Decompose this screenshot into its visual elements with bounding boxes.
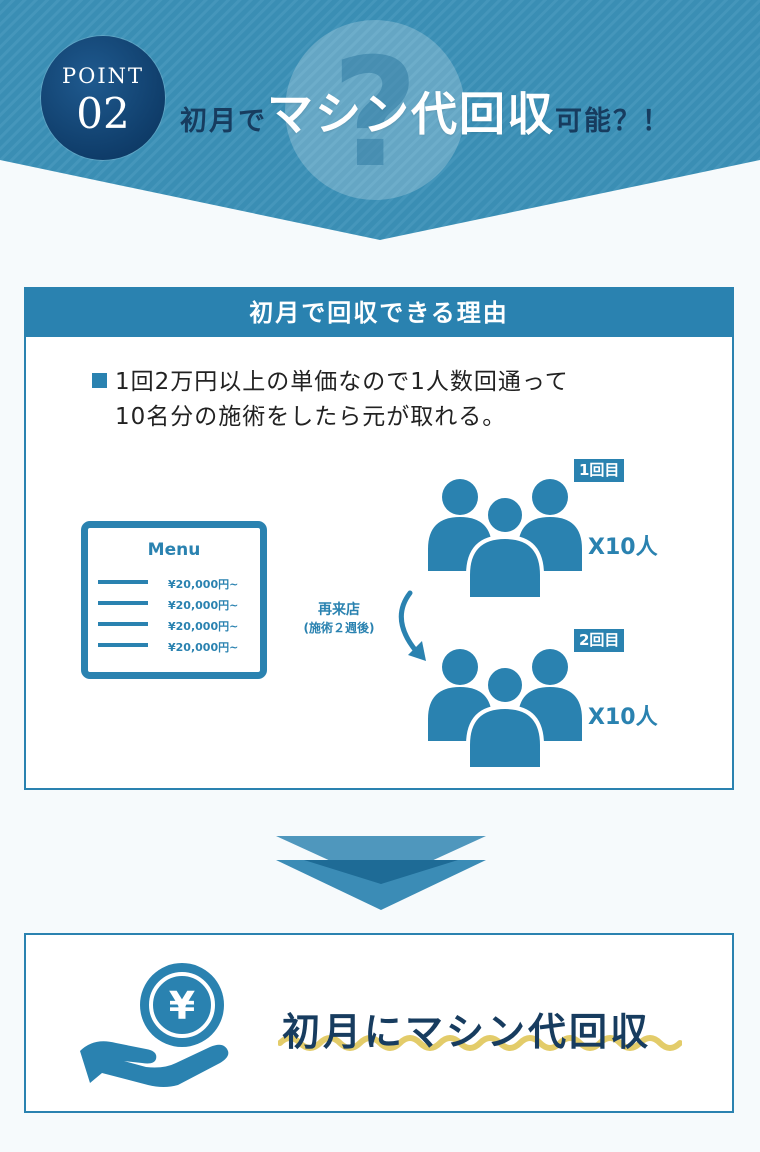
yen-symbol: ¥	[169, 984, 195, 1028]
curved-arrow-icon	[398, 590, 426, 661]
question-watermark-icon: ?	[285, 20, 465, 201]
page-title: 初月でマシン代回収可能？！	[180, 78, 671, 148]
people-group-icon	[428, 479, 582, 599]
menu-price: ¥20,000円~	[168, 641, 239, 654]
reason-title: 初月で回収できる理由	[26, 289, 732, 337]
menu-line-icon	[98, 622, 148, 626]
point-label: POINT	[61, 64, 145, 88]
headline-suffix: 可能？！	[555, 106, 671, 137]
menu-row: ¥20,000円~	[98, 597, 258, 612]
menu-line-icon	[98, 580, 148, 584]
menu-title: Menu	[147, 540, 201, 560]
wavy-underline	[278, 1035, 682, 1051]
reason-text: 1回2万円以上の単価なので1人数回通って 10名分の施術をしたら元が取れる。	[92, 365, 712, 435]
svg-text:?: ?	[331, 27, 418, 201]
menu-price: ¥20,000円~	[168, 578, 239, 591]
menu-price: ¥20,000円~	[168, 599, 239, 612]
headline-prefix: 初月で	[180, 106, 267, 137]
round-badge-2: 2回目	[574, 629, 625, 652]
menu-row: ¥20,000円~	[98, 576, 258, 591]
result-text: 初月にマシン代回収	[282, 1010, 652, 1054]
round-badge-1: 1回目	[574, 459, 625, 482]
visit-count-1: X10人	[588, 535, 658, 560]
header-banner: ?	[0, 0, 760, 240]
menu-row: ¥20,000円~	[98, 618, 258, 633]
point-badge: POINT 02	[41, 36, 165, 160]
square-bullet-icon	[92, 373, 107, 388]
point-number: 02	[76, 89, 130, 138]
result-box: ¥ 初月にマシン代回収	[24, 933, 734, 1113]
revisit-label: 再来店 (施術２週後)	[284, 601, 394, 637]
reason-line-2: 10名分の施術をしたら元が取れる。	[115, 404, 507, 430]
menu-line-icon	[98, 643, 148, 647]
headline-main: マシン代回収	[267, 87, 555, 141]
reason-box: 初月で回収できる理由 1回2万円以上の単価なので1人数回通って 10名分の施術を…	[24, 287, 734, 790]
revisit-note: (施術２週後)	[303, 621, 375, 635]
reason-line-1: 1回2万円以上の単価なので1人数回通って	[115, 369, 569, 395]
menu-line-icon	[98, 601, 148, 605]
double-chevron-down-icon	[276, 836, 486, 910]
people-group-icon	[428, 649, 582, 769]
menu-price: ¥20,000円~	[168, 620, 239, 633]
visit-count-2: X10人	[588, 705, 658, 730]
menu-card: Menu ¥20,000円~ ¥20,000円~ ¥20,000円~ ¥20,0…	[81, 521, 267, 679]
hand-coin-icon: ¥	[80, 963, 229, 1087]
menu-row: ¥20,000円~	[98, 639, 258, 654]
revisit-title: 再来店	[318, 602, 360, 618]
